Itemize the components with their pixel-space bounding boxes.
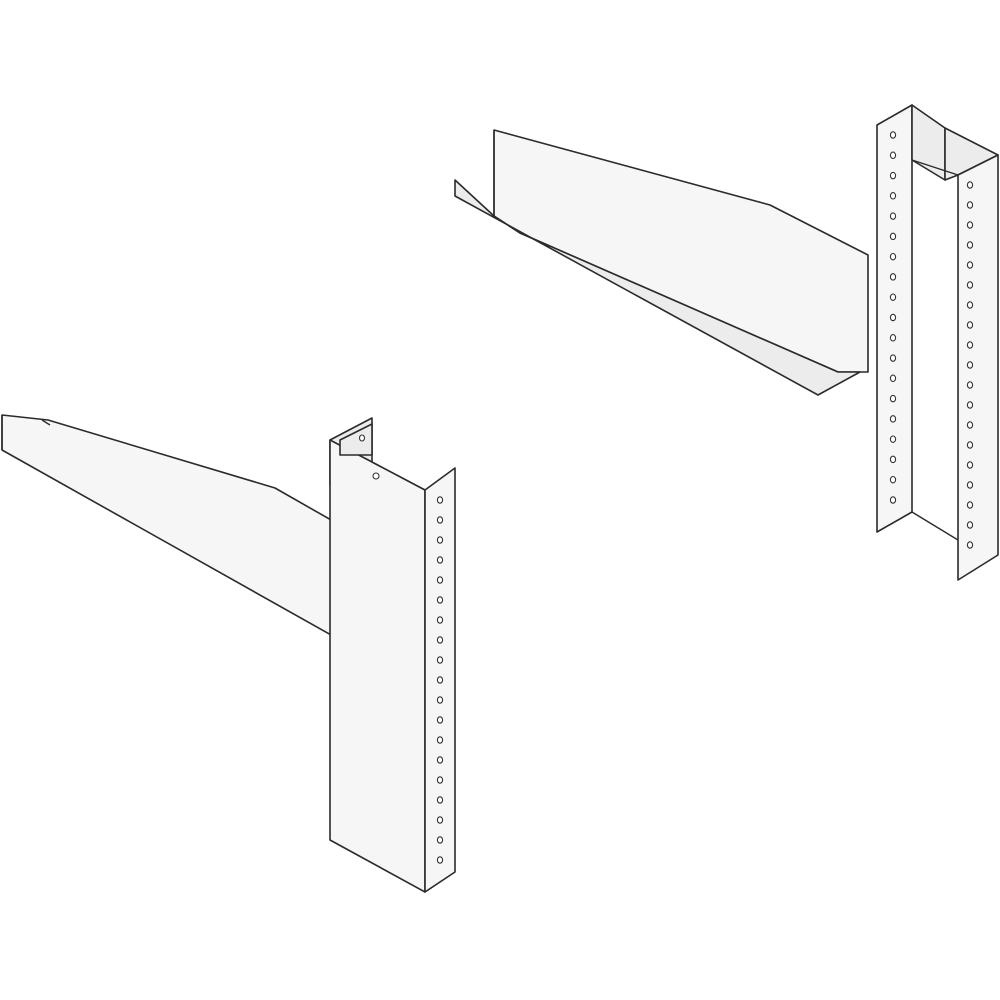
post-hole (966, 441, 974, 449)
post-hole (889, 151, 897, 160)
post-hole (889, 455, 897, 464)
post-hole (966, 361, 974, 369)
post-hole (889, 212, 897, 220)
post-hole (436, 696, 444, 704)
post-hole (889, 232, 897, 241)
post-hole (889, 293, 897, 301)
post-hole (966, 241, 974, 249)
post-hole (966, 281, 974, 289)
post-hole (966, 521, 974, 529)
post-hole (436, 736, 444, 744)
post-hole (889, 192, 897, 200)
post-hole (966, 341, 974, 349)
right-post-side-face (957, 154, 999, 581)
post-hole (436, 796, 444, 804)
right-bracket-flange (454, 179, 861, 396)
right-bracket-web (493, 129, 869, 373)
post-hole (889, 435, 897, 443)
left-post-top-hole (358, 434, 380, 480)
post-hole (436, 556, 444, 564)
post-hole (966, 181, 974, 189)
post-hole (889, 475, 897, 484)
right-post-front-holes (889, 131, 897, 504)
left-assembly (1, 414, 456, 893)
post-hole (436, 676, 444, 684)
post-hole (436, 656, 444, 664)
post-hole (966, 321, 974, 329)
post-hole (966, 461, 974, 469)
post-hole (436, 496, 444, 504)
left-bracket-web (1, 414, 376, 641)
post-hole (436, 536, 444, 544)
post-hole (966, 381, 974, 389)
right-rack-post (876, 104, 999, 581)
post-hole (889, 415, 897, 423)
post-hole (436, 776, 444, 784)
post-hole (889, 171, 897, 180)
left-post-front-holes (436, 496, 444, 864)
post-hole (436, 516, 444, 524)
post-hole (436, 596, 444, 604)
post-hole (436, 816, 444, 824)
post-hole (889, 394, 897, 403)
post-hole (889, 374, 897, 383)
post-hole (966, 301, 974, 309)
left-rack-post (329, 417, 456, 893)
post-hole (889, 496, 897, 504)
post-hole (436, 636, 444, 644)
post-hole (436, 716, 444, 724)
post-hole (889, 273, 897, 281)
post-hole (966, 541, 974, 549)
right-assembly (454, 104, 999, 581)
post-hole (966, 481, 974, 489)
post-hole (966, 401, 974, 409)
post-hole (889, 334, 897, 342)
post-hole (889, 313, 897, 322)
post-hole (966, 201, 974, 209)
left-post-wide-face (329, 439, 426, 893)
post-hole (966, 261, 974, 269)
right-shelf-bracket (454, 129, 905, 396)
post-hole (436, 856, 444, 864)
post-hole (966, 501, 974, 509)
right-post-side-holes (966, 181, 974, 549)
post-hole (436, 576, 444, 584)
post-hole (889, 252, 897, 261)
post-hole (889, 131, 897, 139)
post-hole (436, 616, 444, 624)
post-hole (966, 421, 974, 429)
post-hole (436, 836, 444, 844)
post-hole (966, 221, 974, 229)
post-hole (436, 756, 444, 764)
post-hole (889, 354, 897, 362)
